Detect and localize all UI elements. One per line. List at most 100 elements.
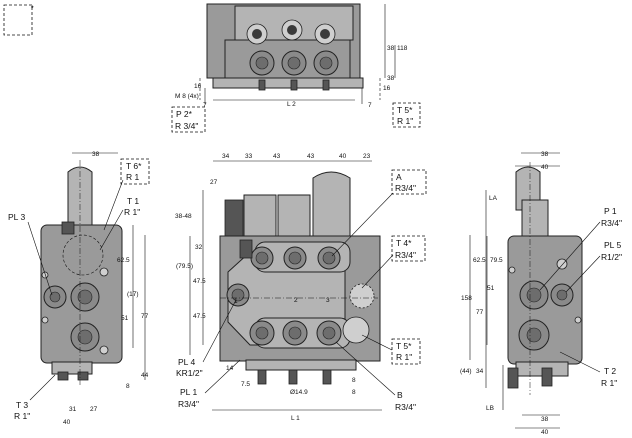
front-view <box>189 160 382 411</box>
callout-pl4: PL 4 KR1/2" <box>176 299 237 378</box>
callout-t6: T 6* R 1 <box>120 158 150 185</box>
dim-mid-14: 14 <box>226 365 234 372</box>
callout-pl4-thread: KR1/2" <box>176 368 203 378</box>
callout-t6-thread: R 1 <box>126 172 140 182</box>
callout-a: A R3/4" <box>331 169 427 257</box>
dim-top-7a: 7 <box>203 102 207 109</box>
callout-b-name: B <box>397 390 403 400</box>
dim-mid-75: 7.5 <box>241 381 250 388</box>
callout-pl3-name: PL 3 <box>8 212 25 222</box>
dim-top-38b: 38 <box>387 75 395 82</box>
dim-right-44: (44) <box>460 368 472 375</box>
optional-port-legend: * <box>3 4 34 36</box>
callout-p2-name: P 2* <box>176 109 193 119</box>
callout-t5-top-thread: R 1" <box>397 116 413 126</box>
dim-mid-149: Ø14.9 <box>290 389 308 396</box>
dim-mid-475a: 47.5 <box>193 278 206 285</box>
dim-mid-795: (79.5) <box>176 263 193 270</box>
dim-mid-475b: 47.5 <box>193 313 206 320</box>
section-num-2: 2 <box>294 297 298 304</box>
callout-t2-thread: R 1" <box>601 378 617 388</box>
dim-right-40: 40 <box>541 164 549 171</box>
callout-p1-thread: R3/4" <box>601 218 622 228</box>
dim-top-l2: L 2 <box>287 101 296 108</box>
callout-t3-name: T 3 <box>16 400 28 410</box>
callout-a-name: A <box>396 172 402 182</box>
right-view <box>469 152 583 429</box>
callout-b-thread: R3/4" <box>395 402 416 412</box>
dim-top-38: 38 <box>387 45 395 52</box>
dim-right-38: 38 <box>541 151 549 158</box>
dim-top-16b: 16 <box>383 85 391 92</box>
dim-left-8: 8 <box>126 383 130 390</box>
dim-right-34: 34 <box>476 368 484 375</box>
dim-left-44: 44 <box>141 372 149 379</box>
top-view <box>199 3 396 104</box>
dim-top-16a: 16 <box>194 83 202 90</box>
callout-b: B R3/4" <box>335 341 416 412</box>
callout-t5-mid-thread: R 1" <box>396 352 412 362</box>
callout-pl5-thread: R1/2" <box>601 252 622 262</box>
dim-mid-3848: 38-48 <box>175 213 192 220</box>
dim-mid-8b: 8 <box>352 389 356 396</box>
dim-mid-43b: 43 <box>307 153 315 160</box>
callout-t3-thread: R 1" <box>14 411 30 421</box>
dim-right-la: LA <box>489 195 498 202</box>
callout-pl5-name: PL 5 <box>604 240 621 250</box>
callout-t2: T 2 R 1" <box>559 351 617 388</box>
dim-mid-40: 40 <box>339 153 347 160</box>
dim-left-77: 77 <box>141 313 149 320</box>
dim-mid-27: 27 <box>210 179 218 186</box>
callout-pl1-name: PL 1 <box>180 387 197 397</box>
callout-t4-thread: R3/4" <box>395 250 416 260</box>
callout-t4: T 4* R3/4" <box>361 235 426 289</box>
dim-mid-33: 33 <box>245 153 253 160</box>
dim-top-7b: 7 <box>368 102 372 109</box>
dim-right-625: 62.5 <box>473 257 486 264</box>
dim-mid-34: 34 <box>222 153 230 160</box>
left-view <box>40 152 146 385</box>
callout-t5-mid: T 5* R 1" <box>361 334 421 365</box>
dim-left-38: 38 <box>92 151 100 158</box>
callout-t4-name: T 4* <box>396 238 412 248</box>
dim-mid-8a: 8 <box>352 377 356 384</box>
dim-mid-23: 23 <box>363 153 371 160</box>
callout-t6-name: T 6* <box>126 161 142 171</box>
dim-top-118: 118 <box>397 45 408 52</box>
callout-pl4-name: PL 4 <box>178 357 195 367</box>
callout-p2-thread: R 3/4" <box>175 121 198 131</box>
dim-left-51: 51 <box>121 315 129 322</box>
callout-t1-name: T 1 <box>127 196 139 206</box>
dim-right-51: 51 <box>487 285 495 292</box>
callout-pl1: PL 1 R3/4" <box>178 359 241 409</box>
dim-left-17: (17) <box>127 291 139 298</box>
callout-pl5: PL 5 R1/2" <box>565 240 622 293</box>
callout-a-thread: R3/4" <box>395 183 416 193</box>
section-num-3: 3 <box>326 297 330 304</box>
callout-t5-top-name: T 5* <box>397 105 413 115</box>
dim-right-795: 79.5 <box>490 257 503 264</box>
svg-text:*: * <box>31 5 34 12</box>
dim-right-158: 158 <box>461 295 472 302</box>
callout-p1: P 1 R3/4" <box>539 206 622 291</box>
callout-t5-top: T 5* R 1" <box>392 102 421 128</box>
dim-mid-l1: L 1 <box>291 415 300 422</box>
dim-mid-43a: 43 <box>273 153 281 160</box>
callout-t1-thread: R 1" <box>124 207 140 217</box>
dim-left-625: 62.5 <box>117 257 130 264</box>
section-num-1: 1 <box>234 298 238 305</box>
dim-right-77: 77 <box>476 309 484 316</box>
dim-left-27: 27 <box>90 406 98 413</box>
callout-p1-name: P 1 <box>604 206 617 216</box>
callout-t2-name: T 2 <box>604 366 616 376</box>
dim-left-40: 40 <box>63 419 71 426</box>
dim-right-lb: LB <box>486 405 494 412</box>
callout-p2: P 2* R 3/4" <box>171 106 206 133</box>
dim-top-m8: M 8 (4x) <box>175 93 199 100</box>
callout-t5-mid-name: T 5* <box>396 341 412 351</box>
callout-pl1-thread: R3/4" <box>178 399 199 409</box>
dim-mid-32: 32 <box>195 244 203 251</box>
dim-right-40b: 40 <box>541 429 549 436</box>
dim-left-31: 31 <box>69 406 77 413</box>
